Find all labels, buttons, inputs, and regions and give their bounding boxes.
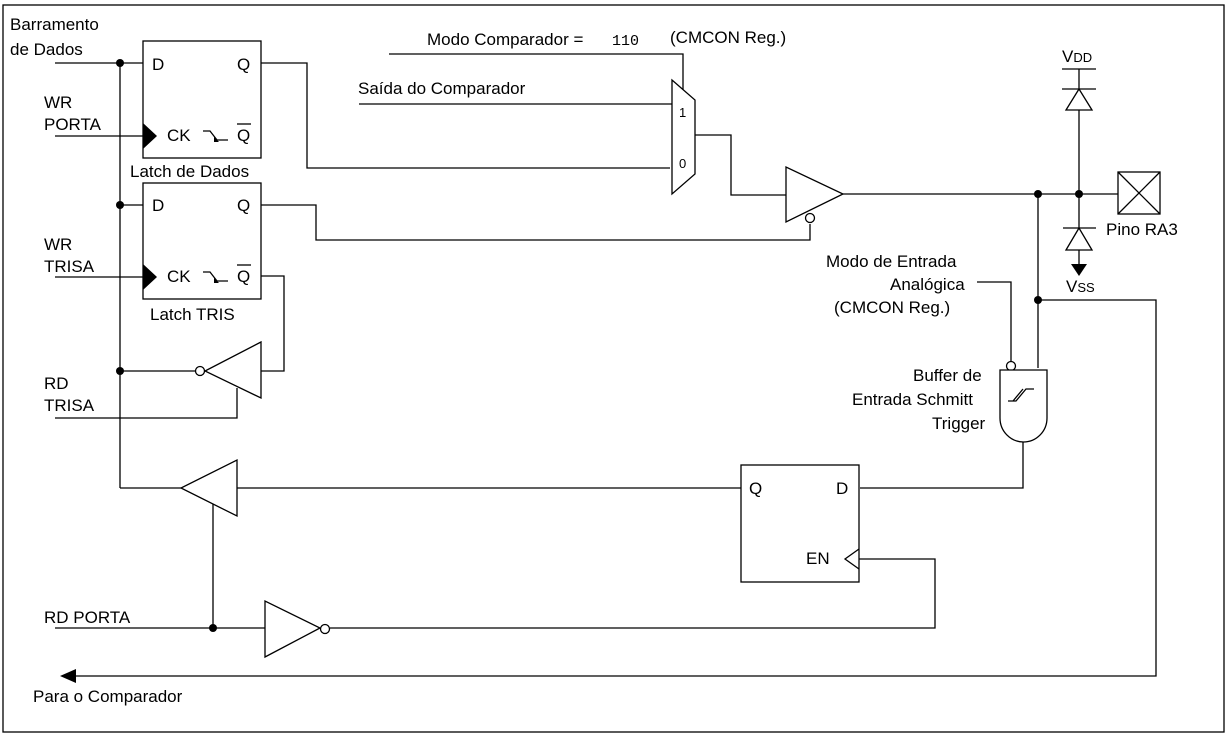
latch-data-box: [142, 40, 262, 159]
mux-output-wire: [695, 134, 786, 196]
input-latch-q: Q: [749, 479, 762, 498]
comparator-mode-label: Modo Comparador =: [427, 30, 583, 49]
analog-mode-label-2: Analógica: [890, 275, 965, 294]
pin-label: Pino RA3: [1106, 220, 1178, 239]
comparator-mode-wire: [389, 53, 684, 93]
edge-arrow-head-icon: [214, 137, 219, 142]
vss-diode-icon: [1064, 226, 1094, 251]
multiplexer: [671, 78, 696, 196]
edge-arrow-icon: [203, 271, 228, 282]
to-comparator-wire: [64, 299, 1157, 677]
data-bus-label-2: de Dados: [10, 40, 83, 59]
latch-tris-ck: CK: [167, 267, 191, 286]
input-latch-d: D: [836, 479, 848, 498]
rd-trisa-inverter: [203, 340, 262, 400]
edge-arrow-head-icon: [214, 278, 219, 283]
pin-x-line: [1117, 171, 1161, 215]
latch-tris-title: Latch TRIS: [150, 305, 235, 324]
en-wire: [330, 558, 936, 629]
clock-triangle-icon: [143, 123, 157, 149]
latch-tris-d: D: [152, 196, 164, 215]
rd-trisa-label-2: TRISA: [44, 396, 95, 415]
input-latch-box: [740, 464, 860, 583]
latch-data-qbar: Q: [237, 126, 250, 145]
mux-input-1: 1: [679, 105, 686, 120]
rd-trisa-wire: [55, 388, 238, 419]
wr-trisa-label-1: WR: [44, 235, 72, 254]
analog-mode-wire: [977, 281, 1012, 361]
junction-dot: [209, 624, 217, 632]
vdd-diode-icon: [1064, 87, 1094, 111]
hysteresis-icon: [1008, 388, 1034, 402]
schmitt-label-3: Trigger: [932, 414, 986, 433]
junction-dot: [116, 367, 124, 375]
input-tristate-buffer: [179, 458, 238, 518]
vdd-label: VDD: [1062, 47, 1092, 66]
latch-tris-qbar-wire: [261, 275, 285, 372]
latch-tris-q: Q: [237, 196, 250, 215]
inversion-bubble-icon: [194, 365, 206, 377]
diagram-frame: [2, 4, 1225, 733]
latch-data-q: Q: [237, 55, 250, 74]
inversion-bubble-icon: [319, 623, 331, 635]
data-bus-label-1: Barramento: [10, 15, 99, 34]
analog-mode-label-1: Modo de Entrada: [826, 252, 957, 271]
output-tristate-buffer: [785, 165, 845, 224]
latch-tris-qbar: Q: [237, 267, 250, 286]
edge-arrow-icon: [203, 130, 228, 141]
clock-triangle-icon: [143, 264, 157, 290]
enable-bubble-icon: [1005, 360, 1017, 372]
rd-porta-inverter: [264, 599, 322, 659]
vss-label: VSS: [1066, 277, 1095, 296]
latch-data-q-wire: [261, 62, 670, 169]
latch-tris-q-wire: [261, 204, 811, 241]
comparator-output-label: Saída do Comparador: [358, 79, 526, 98]
to-comparator-label: Para o Comparador: [33, 687, 183, 706]
wr-porta-label-2: PORTA: [44, 115, 102, 134]
latch-data-d: D: [152, 55, 164, 74]
rd-trisa-label-1: RD: [44, 374, 69, 393]
latch-data-title: Latch de Dados: [130, 162, 249, 181]
wr-trisa-label-2: TRISA: [44, 257, 95, 276]
schmitt-output-wire: [860, 442, 1024, 489]
latch-tris-box: [142, 182, 262, 300]
analog-mode-label-3: (CMCON Reg.): [834, 298, 950, 317]
schmitt-label-2: Entrada Schmitt: [852, 390, 973, 409]
rd-porta-label: RD PORTA: [44, 608, 131, 627]
wr-porta-label-1: WR: [44, 93, 72, 112]
comparator-mode-value: 110: [612, 33, 639, 50]
mux-input-0: 0: [679, 156, 686, 171]
schmitt-trigger-buffer: [999, 369, 1048, 443]
enable-bubble-icon: [804, 212, 816, 224]
input-latch-en: EN: [806, 549, 830, 568]
latch-data-ck: CK: [167, 126, 191, 145]
arrow-left-icon: [60, 669, 76, 683]
schmitt-label-1: Buffer de: [913, 366, 982, 385]
comparator-mode-reg: (CMCON Reg.): [670, 28, 786, 47]
enable-triangle-icon: [843, 548, 860, 570]
ground-arrow-icon: [1071, 264, 1087, 276]
